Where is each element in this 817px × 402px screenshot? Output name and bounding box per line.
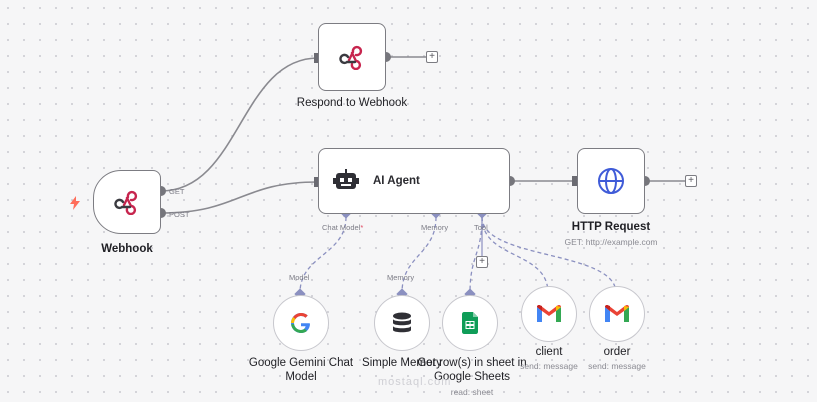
gmail-icon: [537, 305, 561, 322]
respond-node-label: Respond to Webhook: [296, 97, 408, 109]
google-icon: [291, 313, 310, 333]
arrow-http: [572, 176, 577, 186]
globe-icon: [598, 168, 624, 194]
arrow-respond: [314, 53, 319, 63]
robot-icon: [333, 169, 359, 189]
respond-node[interactable]: [318, 23, 386, 91]
database-icon: [393, 312, 411, 333]
ai-agent-label: AI Agent: [373, 175, 420, 187]
trigger-bolt-icon: [70, 196, 80, 210]
memory-sub-port-label: Memory: [387, 273, 415, 282]
http-request-label: HTTP Request: [571, 221, 651, 233]
gmail-client-subtitle: send: message: [520, 361, 578, 371]
webhook-icon: [339, 45, 363, 70]
google-sheets-label: Get row(s) in sheet in Google Sheets: [417, 357, 527, 383]
chat-model-text: Chat Model: [322, 223, 361, 232]
wire-get-respond: [160, 57, 319, 192]
tool-port-label: Tool: [474, 223, 488, 232]
webhook-icon: [114, 190, 138, 215]
wire-tool-order: [481, 216, 617, 294]
gmail-order-subtitle: send: message: [588, 361, 646, 371]
gmail-icon: [605, 305, 629, 322]
ai-agent-node[interactable]: AI Agent: [318, 148, 510, 214]
webhook-post-label: POST: [169, 210, 190, 219]
gmail-order-node[interactable]: [589, 286, 645, 342]
gmail-client-label: client: [535, 346, 563, 358]
wire-post-agent: [160, 181, 319, 214]
memory-port-label: Memory: [421, 223, 449, 232]
google-sheets-subtitle: read: sheet: [450, 387, 494, 397]
google-sheets-icon: [462, 312, 478, 334]
http-request-subtitle: GET: http://example.com: [564, 237, 658, 247]
http-request-node[interactable]: [577, 148, 645, 214]
gmail-order-label: order: [603, 346, 631, 358]
webhook-node[interactable]: [93, 170, 161, 234]
gemini-label: Google Gemini Chat Model: [248, 357, 354, 383]
google-sheets-node[interactable]: [442, 295, 498, 351]
chat-model-port-label: Chat Model*: [322, 223, 363, 232]
gemini-node[interactable]: [273, 295, 329, 351]
gemini-port-label: Model: [289, 273, 310, 282]
tool-add-button[interactable]: +: [476, 256, 488, 268]
simple-memory-label: Simple Memory: [362, 357, 442, 369]
required-mark: *: [360, 223, 364, 232]
respond-add-button[interactable]: +: [426, 51, 438, 63]
wire-tool-client: [481, 216, 549, 294]
simple-memory-node[interactable]: [374, 295, 430, 351]
http-add-button[interactable]: +: [685, 175, 697, 187]
webhook-get-label: GET: [169, 187, 185, 196]
watermark: mostaql.com: [378, 376, 452, 388]
arrow-agent: [314, 177, 319, 187]
gmail-client-node[interactable]: [521, 286, 577, 342]
webhook-node-label: Webhook: [101, 243, 153, 255]
wire-model: [299, 216, 347, 294]
wire-memory: [401, 216, 437, 294]
